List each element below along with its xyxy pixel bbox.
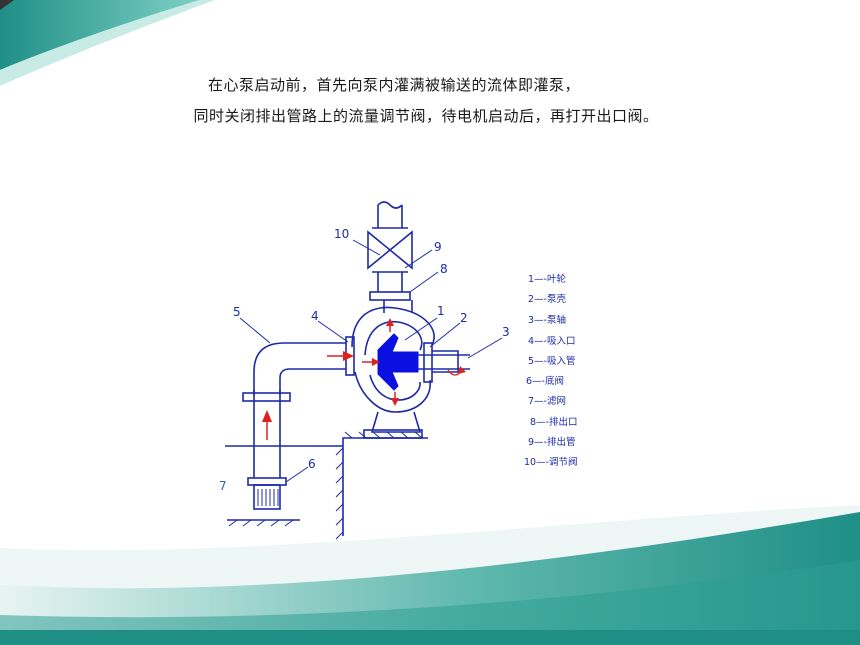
legend-item: 3—-泵轴	[528, 314, 566, 326]
caption-line-1: 在心泵启动前，首先向泵内灌满被输送的流体即灌泵，	[207, 76, 580, 94]
caption-line-2: 同时关闭排出管路上的流量调节阀，待电机启动后，再打开出口阀。	[193, 107, 659, 125]
label-6: 6	[308, 457, 316, 471]
label-3: 3	[502, 325, 510, 339]
legend-item: 8—-排出口	[530, 416, 577, 428]
label-5: 5	[233, 305, 241, 319]
flow-arrows	[262, 318, 466, 440]
label-1: 1	[437, 304, 445, 318]
legend-item: 6—-底阀	[526, 375, 564, 387]
legend-item: 1—-叶轮	[528, 273, 566, 285]
legend-item: 9—-排出管	[528, 436, 575, 448]
label-8: 8	[440, 262, 448, 276]
label-7: 7	[219, 479, 227, 493]
label-4: 4	[311, 309, 319, 323]
top-left-swoosh	[0, 0, 200, 70]
label-10: 10	[334, 227, 349, 241]
legend-item: 2—-泵壳	[528, 293, 566, 305]
label-2: 2	[460, 311, 468, 325]
legend-item: 10—-调节阀	[524, 456, 578, 468]
legend-item: 7—-滤网	[528, 395, 566, 407]
legend-item: 5—-吸入管	[528, 355, 575, 367]
legend: 1—-叶轮 2—-泵壳 3—-泵轴 4—-吸入口 5—-吸入管 6—-底阀 7—…	[524, 273, 578, 468]
legend-item: 4—-吸入口	[528, 336, 575, 347]
label-9: 9	[434, 240, 442, 254]
pump-linework	[225, 201, 503, 540]
